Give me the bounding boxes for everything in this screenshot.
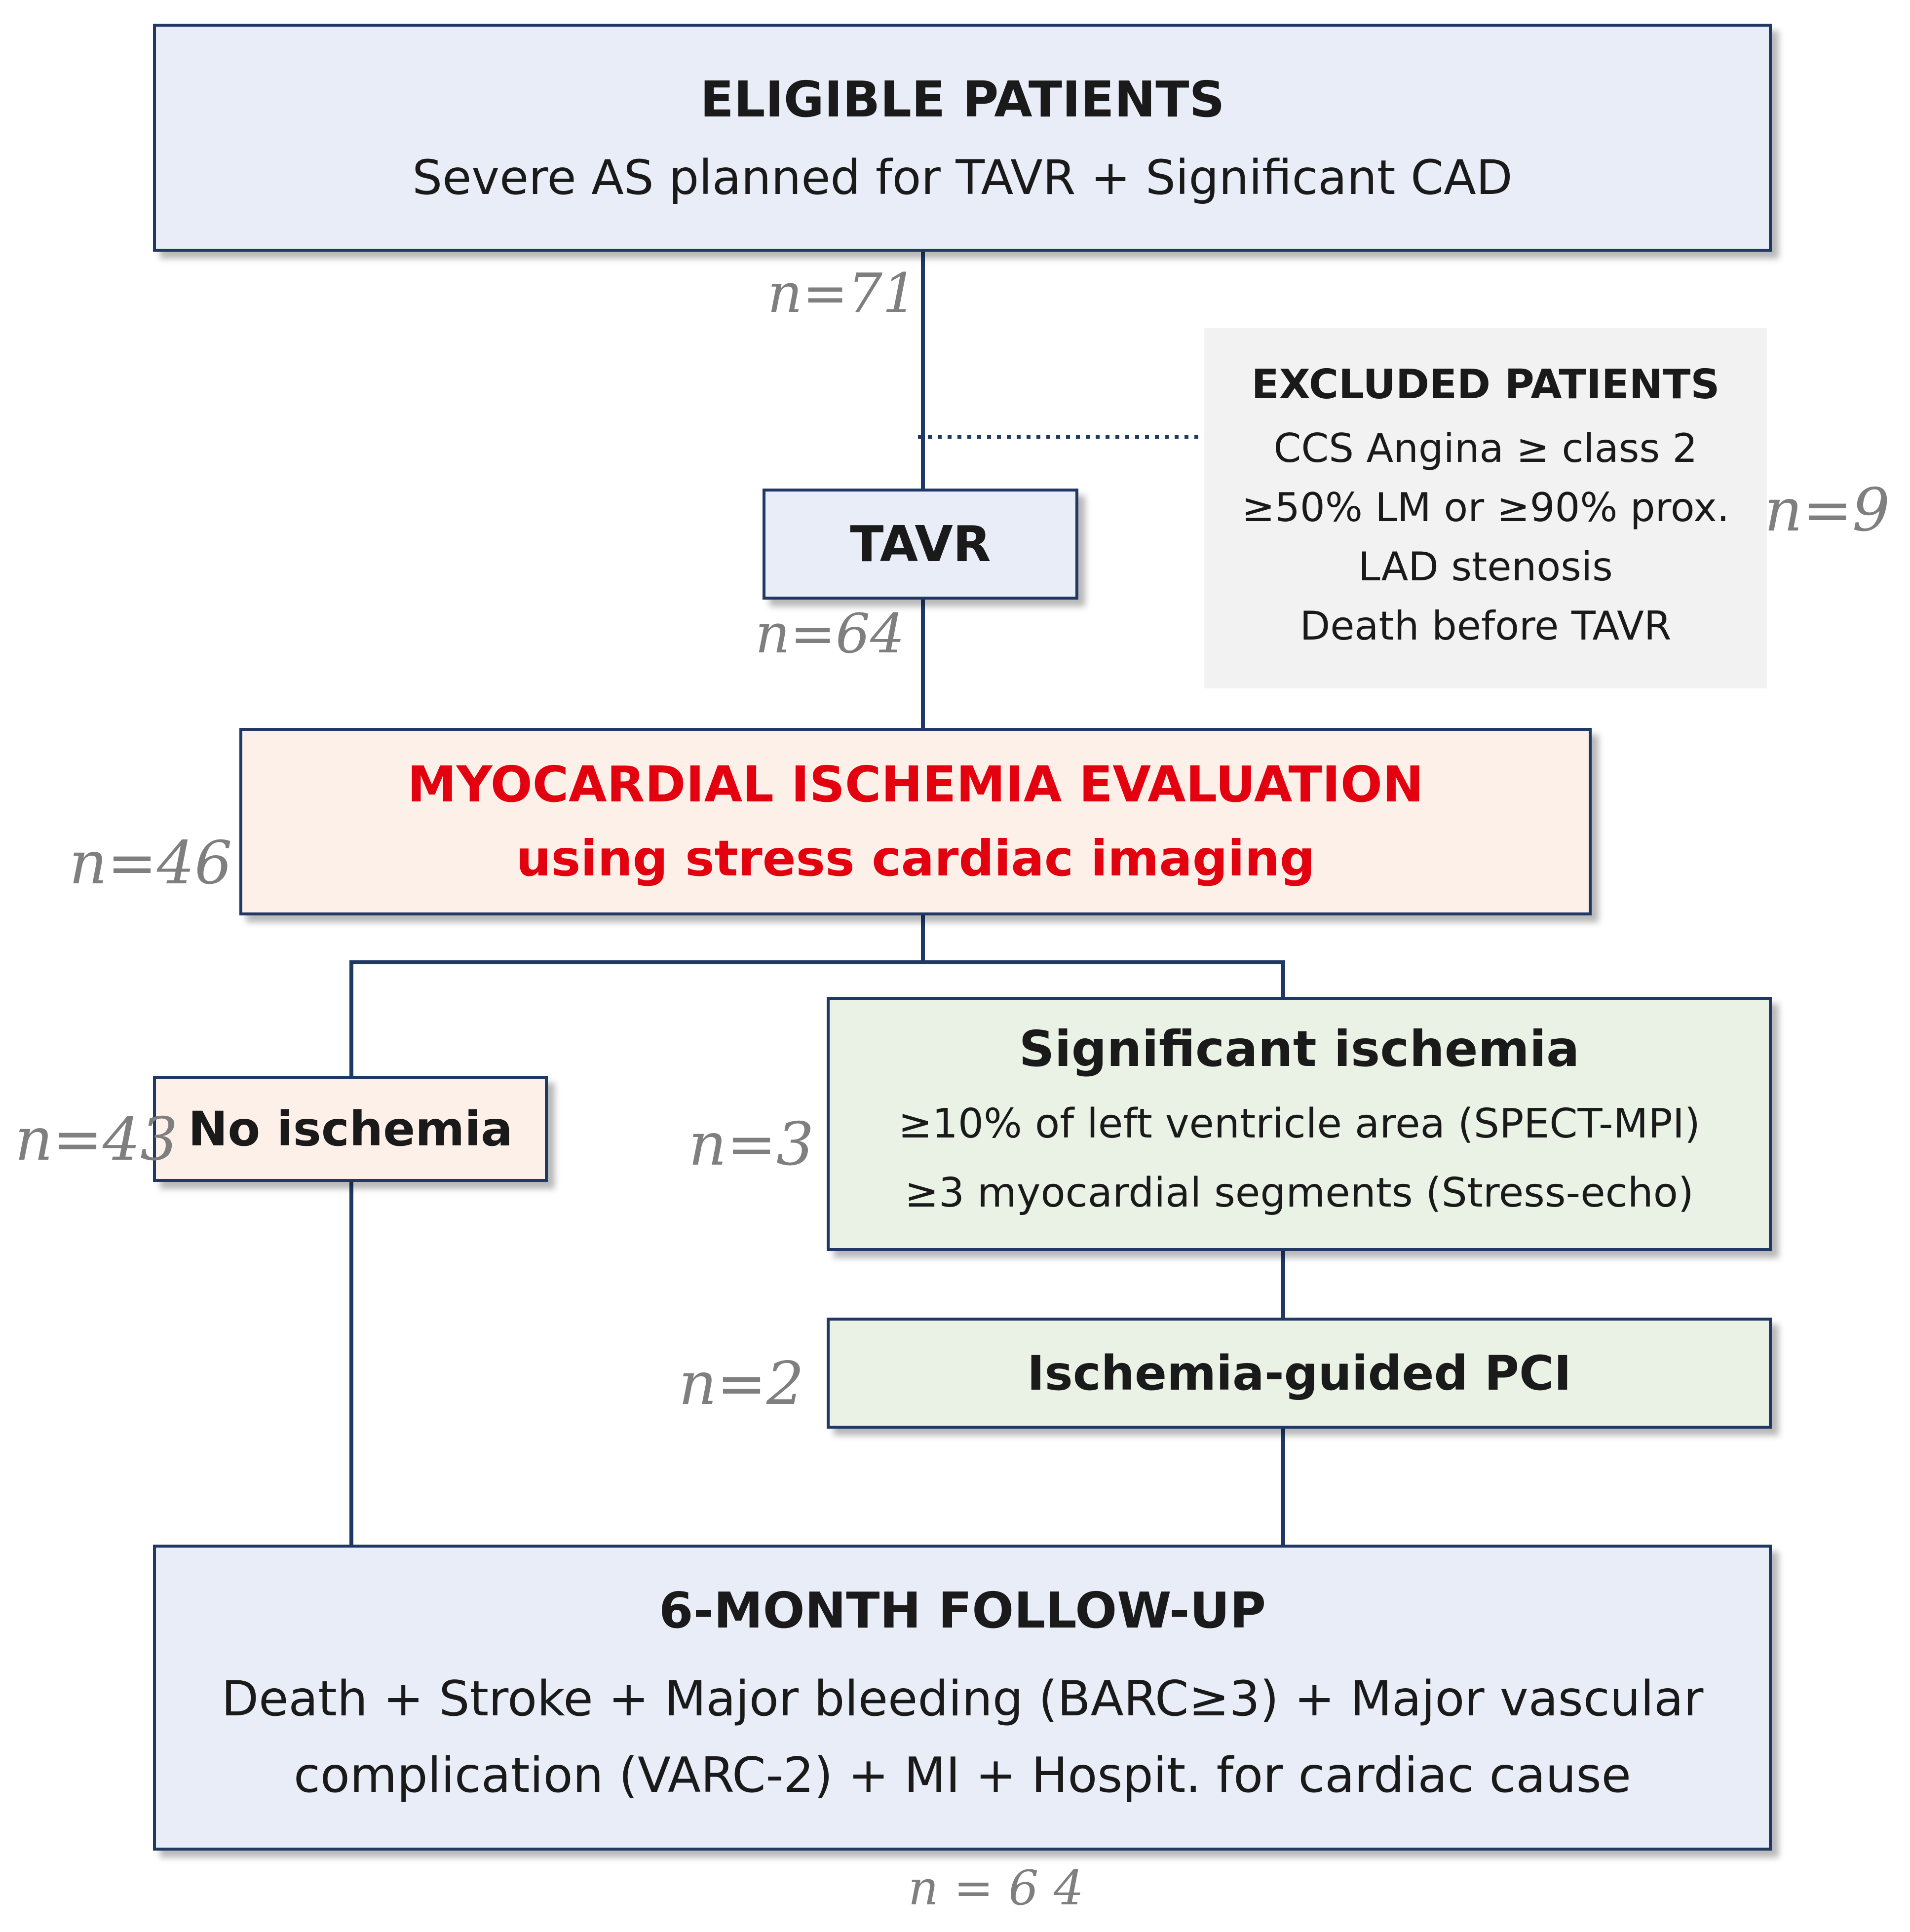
significant-ischemia-box: Significant ischemia ≥10% of left ventri…: [827, 997, 1772, 1251]
no-ischemia-box: No ischemia: [153, 1076, 548, 1182]
evaluation-line2: using stress cardiac imaging: [516, 830, 1315, 887]
count-evaluation: n=46: [69, 829, 232, 898]
evaluation-line1: MYOCARDIAL ISCHEMIA EVALUATION: [407, 756, 1424, 813]
excluded-title: EXCLUDED PATIENTS: [1251, 361, 1720, 408]
count-pci: n=2: [679, 1350, 804, 1418]
tavr-box: TAVR: [763, 489, 1078, 600]
eligible-body: Severe AS planned for TAVR + Significant…: [412, 150, 1513, 205]
followup-box: 6-MONTH FOLLOW-UP Death + Stroke + Major…: [153, 1545, 1772, 1851]
significant-line1: ≥10% of left ventricle area (SPECT-MPI): [898, 1100, 1700, 1147]
count-tavr: n=64: [755, 602, 905, 665]
excluded-patients-box: EXCLUDED PATIENTS CCS Angina ≥ class 2 ≥…: [1204, 328, 1767, 688]
pci-title: Ischemia-guided PCI: [1027, 1345, 1572, 1401]
followup-line2: complication (VARC-2) + MI + Hospit. for…: [294, 1747, 1631, 1804]
significant-line2: ≥3 myocardial segments (Stress-echo): [905, 1170, 1694, 1216]
tavr-title: TAVR: [850, 515, 991, 573]
count-eligible: n=71: [767, 262, 917, 325]
count-excluded: n=9: [1764, 476, 1890, 545]
excluded-line: Death before TAVR: [1299, 603, 1672, 649]
count-no-ischemia: n=43: [15, 1105, 178, 1174]
count-followup: n = 6 4: [908, 1860, 1084, 1916]
excluded-line: CCS Angina ≥ class 2: [1273, 425, 1698, 471]
evaluation-box: MYOCARDIAL ISCHEMIA EVALUATION using str…: [239, 728, 1592, 915]
eligible-title: ELIGIBLE PATIENTS: [700, 70, 1225, 128]
count-significant: n=3: [688, 1110, 814, 1179]
pci-box: Ischemia-guided PCI: [827, 1318, 1772, 1429]
excluded-line: LAD stenosis: [1358, 543, 1613, 590]
connector-split-branch: [349, 960, 1285, 1076]
no-ischemia-title: No ischemia: [188, 1101, 513, 1157]
followup-title: 6-MONTH FOLLOW-UP: [658, 1581, 1266, 1639]
eligible-patients-box: ELIGIBLE PATIENTS Severe AS planned for …: [153, 24, 1772, 252]
excluded-line: ≥50% LM or ≥90% prox.: [1241, 484, 1729, 530]
significant-title: Significant ischemia: [1019, 1020, 1580, 1078]
followup-line1: Death + Stroke + Major bleeding (BARC≥3)…: [221, 1670, 1704, 1727]
